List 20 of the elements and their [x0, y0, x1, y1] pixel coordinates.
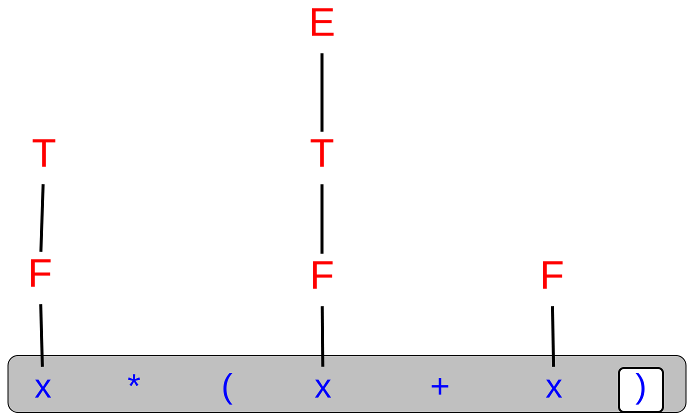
- parse-symbol: F: [543, 261, 563, 289]
- tree-edge: [320, 306, 324, 367]
- input-token: *: [128, 374, 140, 386]
- input-token: x: [34, 380, 52, 398]
- input-token: x: [314, 380, 332, 398]
- parse-symbol: T: [310, 139, 334, 167]
- parse-symbol: F: [313, 261, 333, 289]
- input-token: (: [223, 372, 232, 405]
- token-band: [8, 355, 686, 413]
- parse-symbol: F: [31, 259, 51, 287]
- current-token: ): [618, 367, 664, 413]
- tree-edge: [320, 184, 324, 254]
- input-token: +: [432, 378, 448, 395]
- tree-edge: [39, 304, 44, 367]
- parse-symbol: T: [32, 139, 56, 167]
- tree-edge: [320, 53, 324, 132]
- tree-edge: [39, 184, 45, 252]
- tree-edge: [550, 306, 556, 367]
- input-token: x: [546, 380, 562, 398]
- parse-symbol: E: [312, 8, 334, 36]
